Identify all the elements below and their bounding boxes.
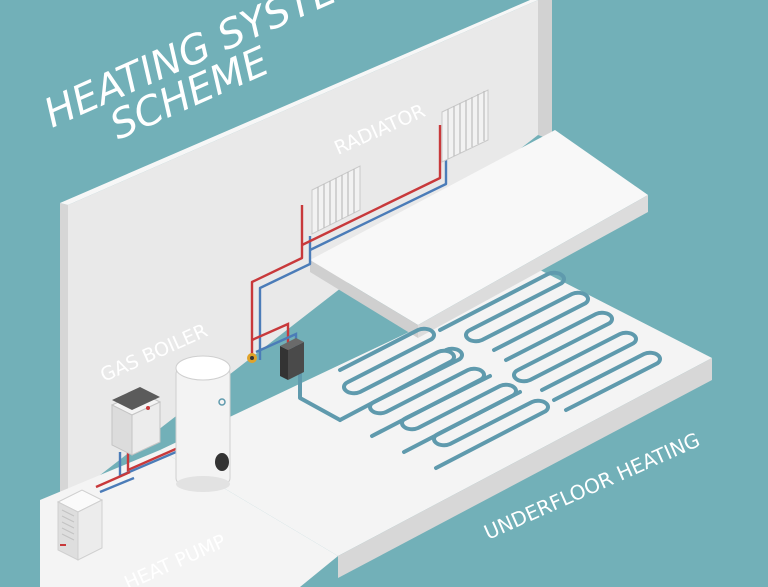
underfloor-heating-coils [298, 270, 662, 470]
cold-pipe-heatpump [99, 476, 135, 494]
hot-pipe-boiler [126, 446, 179, 472]
hot-pipe-radiator-2 [301, 125, 442, 247]
radiator-1 [311, 165, 361, 235]
water-tank [175, 355, 231, 492]
hot-pipe-manifold [251, 322, 290, 350]
upper-floor [310, 130, 648, 338]
radiator-pipes [250, 125, 448, 360]
radiator-2 [441, 89, 489, 163]
cold-pipe-radiator-2 [309, 156, 448, 252]
hot-pipe-radiator-1 [250, 205, 304, 360]
manifold-box [280, 338, 304, 380]
hot-pipe-heatpump [95, 470, 131, 489]
heat-pump [56, 489, 104, 561]
valve [247, 353, 257, 363]
gas-boiler [110, 387, 162, 456]
